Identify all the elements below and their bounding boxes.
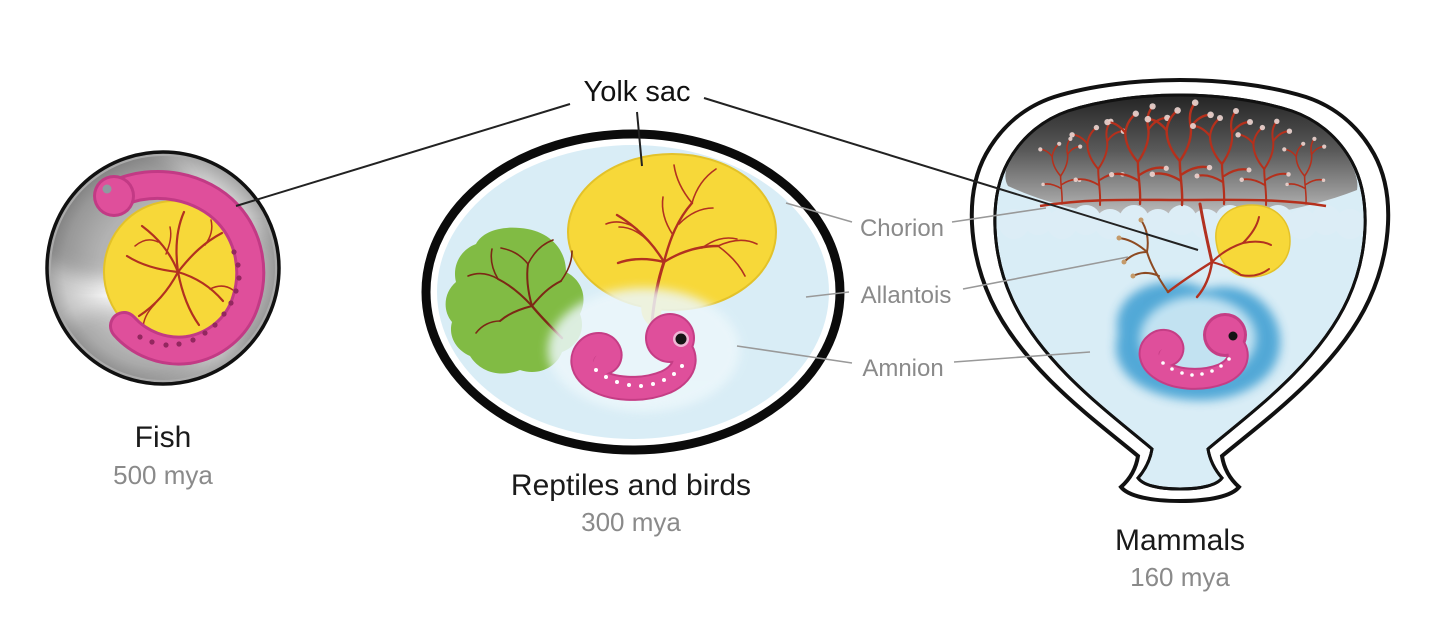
yolk-sac-label: Yolk sac: [584, 76, 691, 108]
chorion-label: Chorion: [860, 215, 944, 242]
mammal-diagram: Mammals 160 mya: [969, 77, 1391, 592]
mammal-embryo-eye: [1228, 331, 1238, 341]
reptile-embryo: [570, 313, 697, 401]
mammal-label: Mammals: [1115, 524, 1245, 557]
fish-embryo-somites: [137, 249, 242, 348]
reptile-diagram: Reptiles and birds 300 mya: [421, 129, 845, 537]
fish-embryo: [93, 169, 266, 366]
mammal-chorionic-villi: [1037, 98, 1328, 208]
fish-embryo-eye: [102, 184, 112, 194]
amnion-leader-lines: [736, 345, 1091, 364]
chorion-leader-lines: [785, 202, 1047, 223]
yolk-sac-leader-lines: [235, 97, 1199, 251]
mammal-embryo-somites: [1161, 357, 1231, 377]
reptile-embryo-eye: [675, 333, 687, 345]
reptile-label: Reptiles and birds: [511, 469, 751, 502]
fish-age-label: 500 mya: [113, 460, 213, 490]
amnion-label: Amnion: [862, 355, 943, 382]
fish-label: Fish: [135, 421, 192, 454]
fish-diagram: Fish 500 mya: [45, 150, 281, 490]
reptile-allantois-vessels: [467, 239, 573, 340]
reptile-allantois: [445, 227, 584, 374]
mammal-embryo: [1138, 313, 1249, 390]
mammal-allantois: [1116, 217, 1169, 293]
reptile-embryo-somites: [594, 364, 684, 388]
allantois-label: Allantois: [861, 282, 952, 309]
mammal-umbilical-vessels: [1166, 202, 1272, 299]
mammal-age-label: 160 mya: [1130, 562, 1230, 592]
reptile-age-label: 300 mya: [581, 507, 681, 537]
allantois-leader-lines: [805, 256, 1129, 298]
fish-yolk-vessels: [125, 210, 234, 330]
